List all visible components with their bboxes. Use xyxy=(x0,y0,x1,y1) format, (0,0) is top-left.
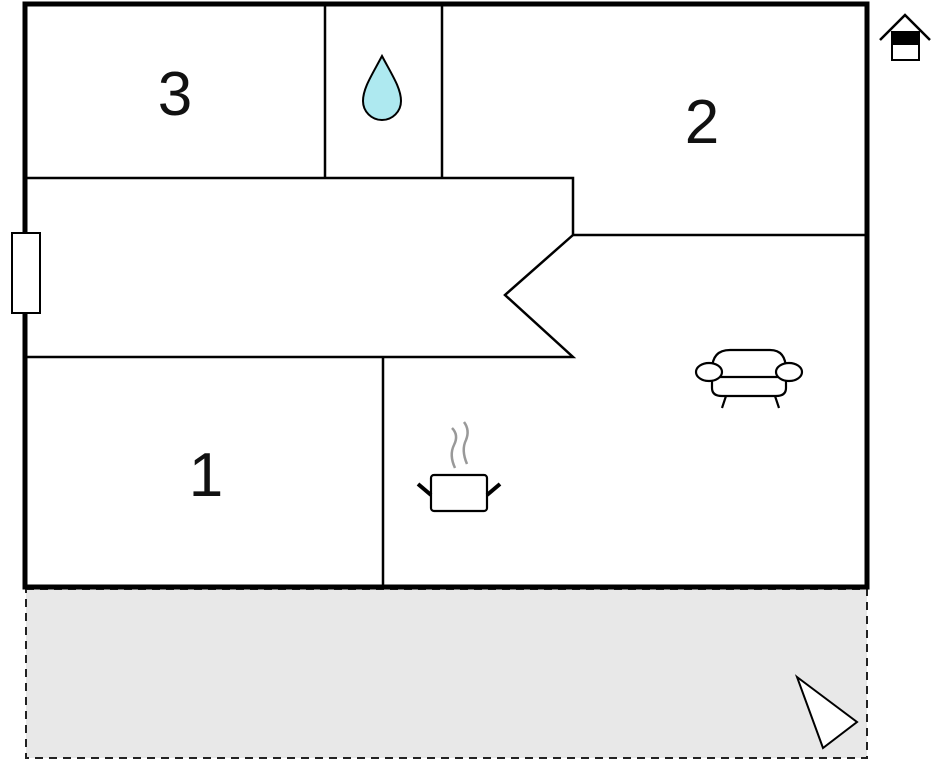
sofa-icon xyxy=(694,348,804,409)
compass-north-icon xyxy=(794,674,859,750)
inner-walls xyxy=(25,4,867,587)
room-label-2: 2 xyxy=(685,88,719,157)
cooking-pot-icon xyxy=(416,421,502,513)
water-drop-icon xyxy=(361,53,403,121)
room-label-3: 3 xyxy=(158,60,192,129)
house-floor-icon xyxy=(879,13,931,61)
terrace xyxy=(25,588,868,759)
window-icon xyxy=(11,232,41,314)
room-label-1: 1 xyxy=(189,441,223,510)
